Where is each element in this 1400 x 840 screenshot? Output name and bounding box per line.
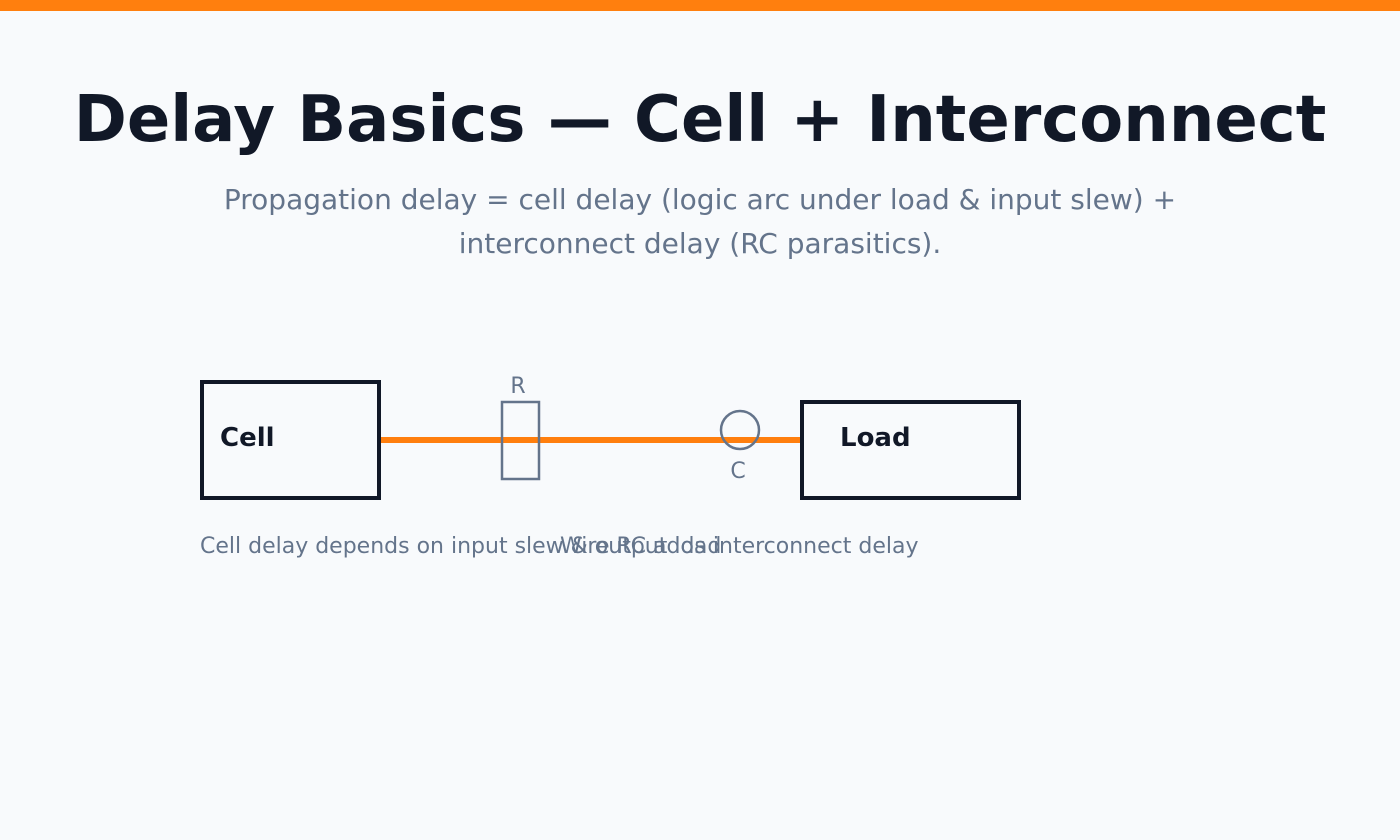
capacitor-label: C bbox=[730, 459, 745, 484]
page-subtitle: Propagation delay = cell delay (logic ar… bbox=[223, 183, 1177, 260]
page-title: Delay Basics — Cell + Interconnect bbox=[73, 83, 1327, 157]
resistor-symbol bbox=[500, 400, 541, 481]
wire-delay-note: Wire RC adds interconnect delay bbox=[560, 534, 918, 559]
resistor-label: R bbox=[510, 374, 525, 399]
load-label: Load bbox=[840, 423, 911, 453]
accent-top-bar bbox=[0, 0, 1400, 11]
cell-label: Cell bbox=[220, 423, 275, 453]
cell-delay-note: Cell delay depends on input slew & outpu… bbox=[200, 534, 721, 559]
load-box bbox=[800, 400, 1021, 500]
capacitor-symbol bbox=[719, 409, 761, 451]
cell-box bbox=[200, 380, 381, 500]
